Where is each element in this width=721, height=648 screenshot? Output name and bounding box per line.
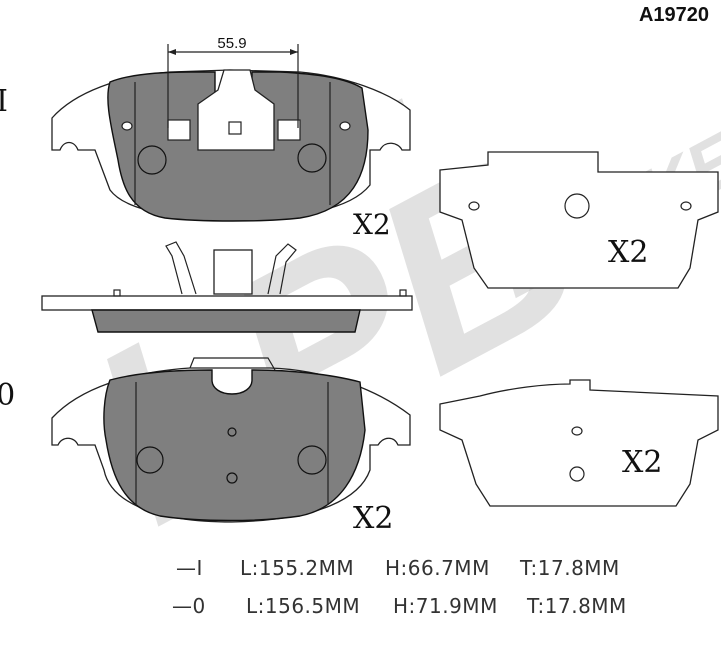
spec-thickness: T:17.8MM (520, 556, 620, 580)
inner-pad-center-slot (228, 121, 242, 135)
outer-pad-bottom-small-hole (571, 426, 583, 436)
side-tab-right (399, 289, 407, 297)
inner-pad-right-hole (297, 143, 327, 173)
inner-pad-clip (197, 69, 275, 151)
outer-pad-top-right-pin (680, 201, 692, 211)
spring-clip-right (267, 243, 297, 295)
quantity-outer-top: X2 (608, 235, 648, 270)
dimension-arrow-left (168, 49, 176, 55)
backing-plate-side (41, 295, 413, 311)
spec-length: L:155.2MM (240, 556, 355, 580)
outer-pad-back-view-bottom (439, 379, 719, 507)
outer-pad-bottom-hole (569, 466, 585, 482)
spec-row-outer: —0 L:156.5MM H:71.9MM T:17.8MM (0, 594, 721, 620)
side-tab-left (113, 289, 121, 297)
outer-pad-top-center-hole (564, 193, 590, 219)
dimension-label: 55.9 (217, 35, 246, 52)
inner-pad-top-view: 55.9 (51, 35, 411, 222)
inner-pad-left-tab (167, 119, 191, 141)
outer-pad-small-hole-top (227, 427, 237, 437)
spring-clip-center (213, 249, 253, 295)
inner-pad-right-tab (277, 119, 301, 141)
spec-row-inner: —I L:155.2MM H:66.7MM T:17.8MM (0, 556, 721, 582)
outer-pad-top-left-pin (468, 201, 480, 211)
outer-pad-small-hole-bottom (226, 472, 238, 484)
outer-pad-spring-wire (189, 357, 276, 371)
quantity-inner-top: X2 (353, 208, 391, 241)
outer-pad-friction-material (103, 369, 366, 522)
spec-marker: —I (176, 556, 203, 580)
part-code: A19720 (638, 4, 709, 26)
side-marker-top: -I (0, 84, 8, 119)
outer-pad-front-view (51, 357, 411, 523)
outer-pad-back-view-top (439, 151, 719, 289)
spec-height: H:66.7MM (385, 556, 490, 580)
outer-pad-back-plate-top (439, 151, 719, 289)
outer-pad-right-hole (297, 445, 327, 475)
quantity-inner-bottom: X2 (353, 501, 393, 536)
inner-pad-left-pin (121, 121, 133, 131)
dimension-arrow-right (290, 49, 298, 55)
spec-thickness: T:17.8MM (527, 594, 627, 618)
quantity-outer-bottom: X2 (622, 445, 662, 480)
spec-marker: —0 (172, 594, 206, 618)
outer-pad-back-plate-bottom (439, 379, 719, 507)
inner-pad-left-hole (137, 145, 167, 175)
outer-pad-left-hole (136, 446, 164, 474)
friction-material-side (91, 309, 361, 333)
inner-pad-right-pin (339, 121, 351, 131)
spec-length: L:156.5MM (246, 594, 361, 618)
spring-clip-left (165, 241, 197, 295)
pad-side-profile (41, 241, 413, 333)
side-marker-bottom: -0 (0, 378, 16, 413)
spec-height: H:71.9MM (393, 594, 498, 618)
